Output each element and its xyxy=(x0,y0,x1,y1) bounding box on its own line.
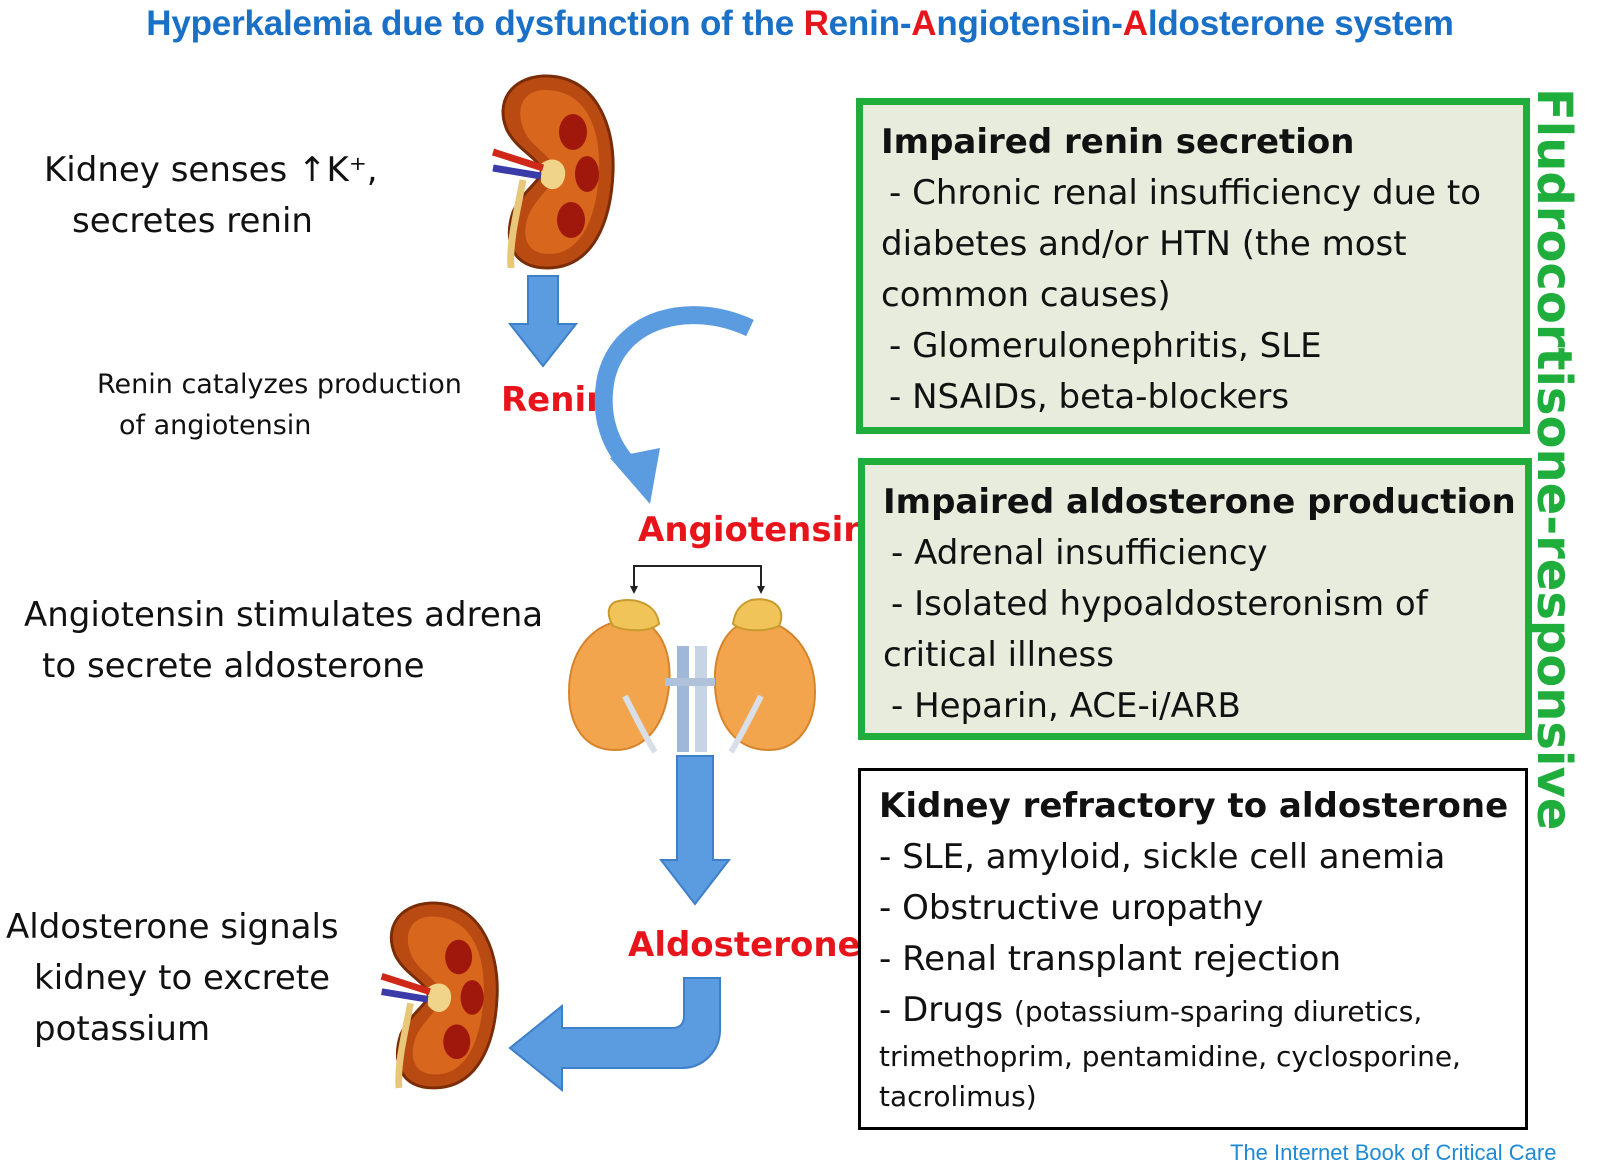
kidney-refractory-item: - SLE, amyloid, sickle cell anemia xyxy=(879,837,1446,877)
kidney-refractory-item: - Renal transplant rejection xyxy=(879,939,1342,979)
adrenal-glands-icon xyxy=(567,598,817,754)
drugs-list-line: trimethoprim, pentamidine, cyclosporine, xyxy=(879,1040,1461,1073)
impaired-aldosterone-item: - Adrenal insufficiency xyxy=(891,533,1268,573)
drugs-list-line: tacrolimus) xyxy=(879,1080,1037,1113)
bracket-arrows-icon xyxy=(630,565,765,594)
step-aldosterone-signals-line1: Aldosterone signals xyxy=(6,907,339,947)
impaired-aldosterone-item: - Isolated hypoaldosteronism of xyxy=(891,584,1428,624)
impaired-renin-item: - Glomerulonephritis, SLE xyxy=(889,326,1322,366)
step-angiotensin-stimulates-line1: Angiotensin stimulates adrena xyxy=(24,595,544,635)
step-kidney-senses-line1: Kidney senses ↑K⁺, xyxy=(44,150,378,190)
kidney-refractory-heading: Kidney refractory to aldosterone xyxy=(879,786,1509,826)
drugs-label: - Drugs xyxy=(879,990,1004,1030)
diagram-title: Hyperkalemia due to dysfunction of the R… xyxy=(146,4,1454,43)
kidney-icon xyxy=(491,74,615,270)
kidney-refractory-drugs: - Drugs (potassium-sparing diuretics, xyxy=(879,985,1507,1037)
curved-arrow-icon xyxy=(594,306,754,504)
impaired-aldosterone-item: critical illness xyxy=(883,635,1114,675)
impaired-renin-heading: Impaired renin secretion xyxy=(881,122,1355,162)
step-renin-catalyzes-line1: Renin catalyzes production xyxy=(97,369,462,400)
kidney-icon xyxy=(380,901,499,1090)
hormone-renin-label: Renin xyxy=(501,380,611,420)
impaired-aldosterone-item: - Heparin, ACE-i/ARB xyxy=(891,686,1241,726)
impaired-aldosterone-box: Impaired aldosterone production - Adrena… xyxy=(858,458,1532,740)
kidney-refractory-box: Kidney refractory to aldosterone - SLE, … xyxy=(858,768,1528,1130)
hormone-aldosterone-label: Aldosterone xyxy=(628,925,861,965)
step-aldosterone-signals-line2: kidney to excrete xyxy=(34,958,330,998)
impaired-renin-item: - Chronic renal insufficiency due to xyxy=(889,173,1482,213)
arrow-down-icon xyxy=(507,275,579,368)
impaired-renin-item: - NSAIDs, beta-blockers xyxy=(889,377,1290,417)
step-aldosterone-signals-line3: potassium xyxy=(34,1009,211,1049)
fludrocortisone-responsive-text: Fludrocortisone-responsive xyxy=(1526,88,1582,831)
impaired-renin-item: diabetes and/or HTN (the most xyxy=(881,224,1407,264)
impaired-renin-item: common causes) xyxy=(881,275,1171,315)
arrow-down-icon xyxy=(658,755,732,906)
bent-arrow-icon xyxy=(508,977,721,1093)
impaired-renin-box: Impaired renin secretion - Chronic renal… xyxy=(856,98,1530,434)
hormone-angiotensin-label: Angiotensin xyxy=(638,510,868,550)
step-angiotensin-stimulates-line2: to secrete aldosterone xyxy=(42,646,425,686)
drugs-note: (potassium-sparing diuretics, xyxy=(1013,995,1423,1028)
fludrocortisone-responsive-label: Fludrocortisone-responsive xyxy=(1524,88,1584,830)
impaired-aldosterone-heading: Impaired aldosterone production xyxy=(883,482,1516,522)
step-renin-catalyzes-line2: of angiotensin xyxy=(119,410,312,441)
step-kidney-senses: Kidney senses ↑K⁺, secretes renin xyxy=(44,145,378,247)
kidney-refractory-item: - Obstructive uropathy xyxy=(879,888,1264,928)
source-credit: The Internet Book of Critical Care xyxy=(1230,1140,1557,1165)
step-aldosterone-signals: Aldosterone signals kidney to excrete po… xyxy=(6,902,339,1055)
step-renin-catalyzes: Renin catalyzes production of angiotensi… xyxy=(97,364,462,446)
step-angiotensin-stimulates: Angiotensin stimulates adrena to secrete… xyxy=(24,590,554,692)
step-kidney-senses-line2: secretes renin xyxy=(72,201,313,241)
